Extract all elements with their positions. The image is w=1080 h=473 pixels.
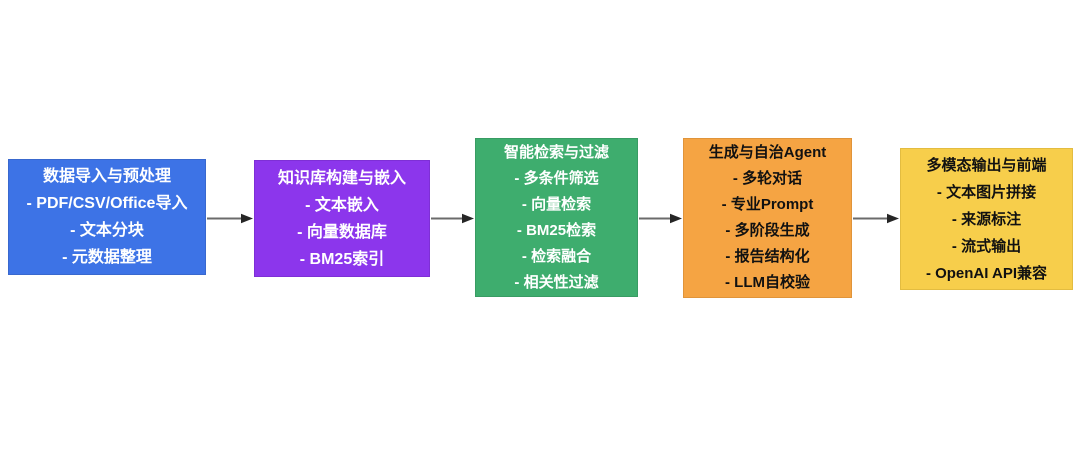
stage-title: 智能检索与过滤	[503, 143, 609, 161]
stage-item: - 相关性过滤	[514, 273, 599, 291]
stage-title: 知识库构建与嵌入	[277, 169, 406, 187]
stage-item: - 多阶段生成	[725, 222, 810, 239]
stage-item: - 检索融合	[521, 247, 592, 265]
arrow-knowledge-base-to-retrieval	[431, 213, 474, 224]
stage-box-multimodal-output: 多模态输出与前端 - 文本图片拼接 - 来源标注 - 流式输出 - OpenAI…	[900, 148, 1073, 290]
stage-title: 多模态输出与前端	[926, 156, 1047, 174]
arrow-retrieval-to-generation	[639, 213, 682, 224]
stage-item: - 文本分块	[70, 222, 144, 239]
stage-box-data-import: 数据导入与预处理 - PDF/CSV/Office导入 - 文本分块 - 元数据…	[8, 159, 206, 275]
stage-item: - LLM自校验	[725, 274, 810, 291]
arrow-generation-to-output	[853, 213, 899, 224]
stage-box-knowledge-base: 知识库构建与嵌入 - 文本嵌入 - 向量数据库 - BM25索引	[254, 160, 430, 277]
stage-title: 数据导入与预处理	[42, 168, 171, 185]
stage-box-generation-agent: 生成与自治Agent - 多轮对话 - 专业Prompt - 多阶段生成 - 报…	[683, 138, 852, 298]
stage-item: - 报告结构化	[725, 248, 810, 265]
stage-item: - 多轮对话	[732, 170, 803, 187]
stage-item: - OpenAI API兼容	[925, 264, 1048, 282]
stage-item: - 向量数据库	[297, 223, 387, 241]
stage-item: - BM25索引	[299, 250, 385, 268]
arrow-import-to-knowledge-base	[207, 213, 253, 224]
stage-item: - 元数据整理	[62, 249, 152, 266]
stage-item: - PDF/CSV/Office导入	[26, 195, 188, 212]
stage-item: - 来源标注	[951, 210, 1022, 228]
stage-box-retrieval-filtering: 智能检索与过滤 - 多条件筛选 - 向量检索 - BM25检索 - 检索融合 -…	[475, 138, 638, 297]
stage-item: - 文本图片拼接	[936, 183, 1037, 201]
stage-item: - 向量检索	[521, 195, 592, 213]
stage-item: - 多条件筛选	[514, 169, 599, 187]
stage-item: - 专业Prompt	[721, 196, 814, 213]
stage-item: - 流式输出	[951, 237, 1022, 255]
stage-item: - 文本嵌入	[305, 196, 379, 214]
stage-title: 生成与自治Agent	[708, 144, 827, 161]
stage-item: - BM25检索	[516, 221, 597, 239]
